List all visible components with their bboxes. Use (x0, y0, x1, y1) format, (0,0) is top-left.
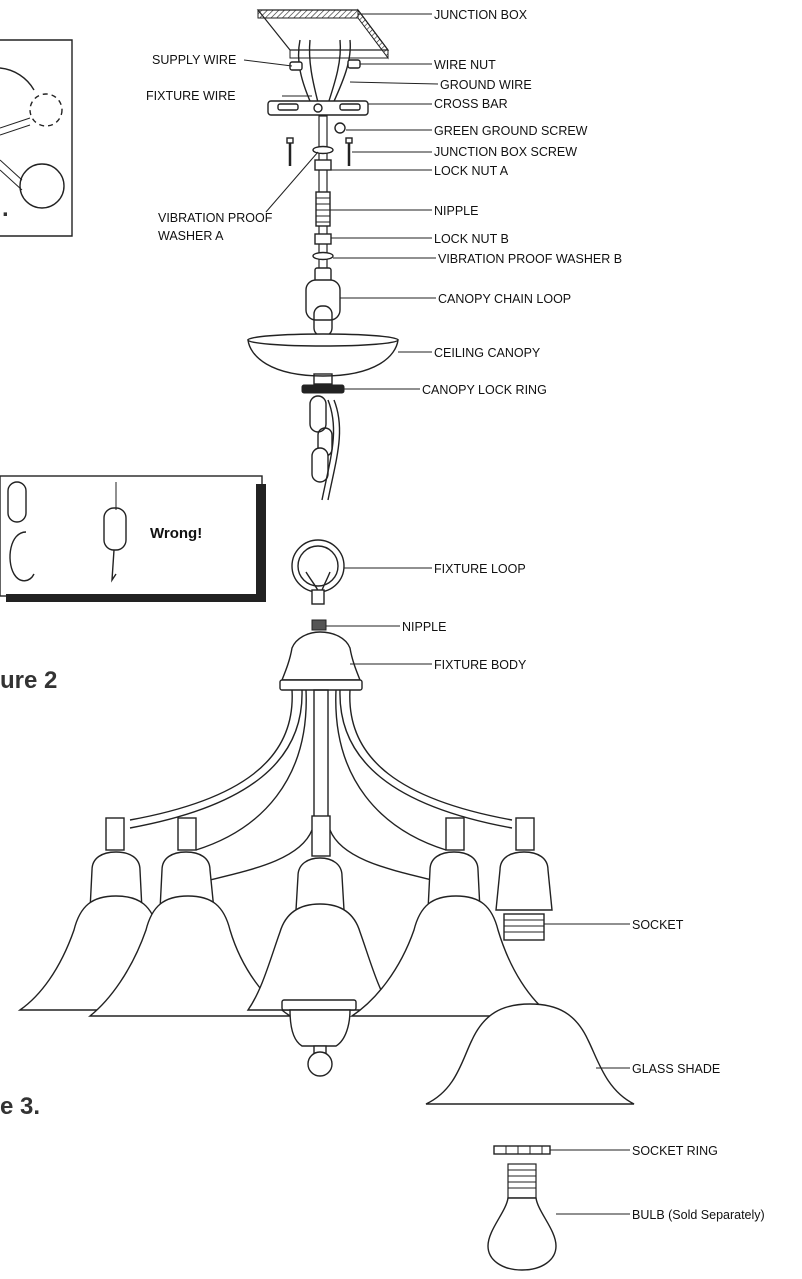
ball-position-icon (19, 163, 65, 209)
junction-box-assembly (247, 8, 399, 501)
socket-cup (495, 851, 553, 911)
socket (503, 913, 545, 941)
label-nipple-top: NIPPLE (434, 204, 478, 218)
glass-shade-installed (88, 895, 293, 1017)
canopy-lock-ring (301, 384, 345, 394)
loose-parts (425, 1003, 635, 1271)
label-junction-box-screw: JUNCTION BOX SCREW (434, 145, 577, 159)
socket-cup (89, 851, 143, 911)
label-vibration-washer-a-1: VIBRATION PROOF (158, 211, 273, 225)
arm-cup (515, 817, 535, 851)
label-supply-wire: SUPPLY WIRE (152, 53, 236, 67)
label-wire-nut: WIRE NUT (434, 58, 496, 72)
label-lock-nut-b: LOCK NUT B (434, 232, 509, 246)
chain-link-correct-icon (7, 481, 27, 523)
dashed-position-icon (29, 93, 63, 127)
figure1-inset: . (0, 39, 73, 237)
fixture-body (280, 631, 362, 681)
label-socket-ring: SOCKET RING (632, 1144, 718, 1158)
fixture-arm (349, 689, 513, 821)
label-green-ground-screw: GREEN GROUND SCREW (434, 124, 588, 138)
fixture-assembly (17, 539, 555, 1077)
label-ground-wire: GROUND WIRE (440, 78, 532, 92)
label-lock-nut-a: LOCK NUT A (434, 164, 509, 178)
label-glass-shade: GLASS SHADE (632, 1062, 720, 1076)
nipple-fixture (311, 619, 327, 631)
arm-cup (177, 817, 197, 851)
fixture-loop (291, 539, 345, 593)
finial (307, 1051, 333, 1077)
socket-cup (427, 851, 481, 911)
lock-nut-a (314, 159, 332, 171)
chain-link (309, 395, 327, 433)
label-canopy-chain-loop: CANOPY CHAIN LOOP (438, 292, 571, 306)
label-vibration-washer-b: VIBRATION PROOF WASHER B (438, 252, 622, 266)
glass-shade-installed (349, 895, 555, 1017)
wrong-label: Wrong! (150, 525, 202, 542)
label-ceiling-canopy: CEILING CANOPY (434, 346, 541, 360)
fixture-bottom (289, 1009, 351, 1047)
label-canopy-lock-ring: CANOPY LOCK RING (422, 383, 547, 397)
vibration-washer-a (312, 145, 334, 155)
lock-nut-b (314, 233, 332, 245)
junction-box-screw-right (345, 137, 353, 166)
label-fixture-body: FIXTURE BODY (434, 658, 527, 672)
label-vibration-washer-a-2: WASHER A (158, 229, 224, 243)
label-junction-box: JUNCTION BOX (434, 8, 528, 22)
canopy-chain-loop (305, 279, 341, 321)
label-nipple-fixture: NIPPLE (402, 620, 446, 634)
vibration-washer-b (312, 251, 334, 261)
label-bulb: BULB (Sold Separately) (632, 1208, 765, 1222)
nipple-top (315, 191, 331, 227)
wire-nut-right (347, 59, 361, 69)
junction-box (257, 9, 359, 19)
figure3-caption: e 3. (0, 1093, 40, 1120)
fixture-arm (129, 689, 293, 821)
glass-shade (425, 1003, 635, 1105)
arm-cup (105, 817, 125, 851)
glass-shade-installed (246, 903, 394, 1011)
junction-box-screw-left (286, 137, 294, 166)
leader-lines (243, 13, 630, 1215)
figure2-caption: ure 2 (0, 667, 57, 694)
chain-note-box: Wrong! (0, 475, 266, 602)
label-cross-bar: CROSS BAR (434, 97, 508, 111)
label-fixture-wire: FIXTURE WIRE (146, 89, 236, 103)
figure1-caption: . (2, 195, 9, 222)
socket-cup (295, 857, 345, 911)
part-labels: JUNCTION BOX SUPPLY WIRE WIRE NUT GROUND… (146, 8, 765, 1222)
chain-link-wrong-icon (103, 507, 127, 551)
bulb (487, 1197, 557, 1271)
bulb-base (507, 1163, 537, 1199)
chain-link-open-icon (9, 531, 35, 582)
green-ground-screw (334, 122, 346, 134)
chain-link (311, 447, 329, 483)
label-socket: SOCKET (632, 918, 684, 932)
swing-arc-icon (0, 67, 35, 91)
arm-cup (311, 815, 331, 857)
label-fixture-loop: FIXTURE LOOP (434, 562, 526, 576)
arm-cup (445, 817, 465, 851)
socket-cup (159, 851, 215, 911)
